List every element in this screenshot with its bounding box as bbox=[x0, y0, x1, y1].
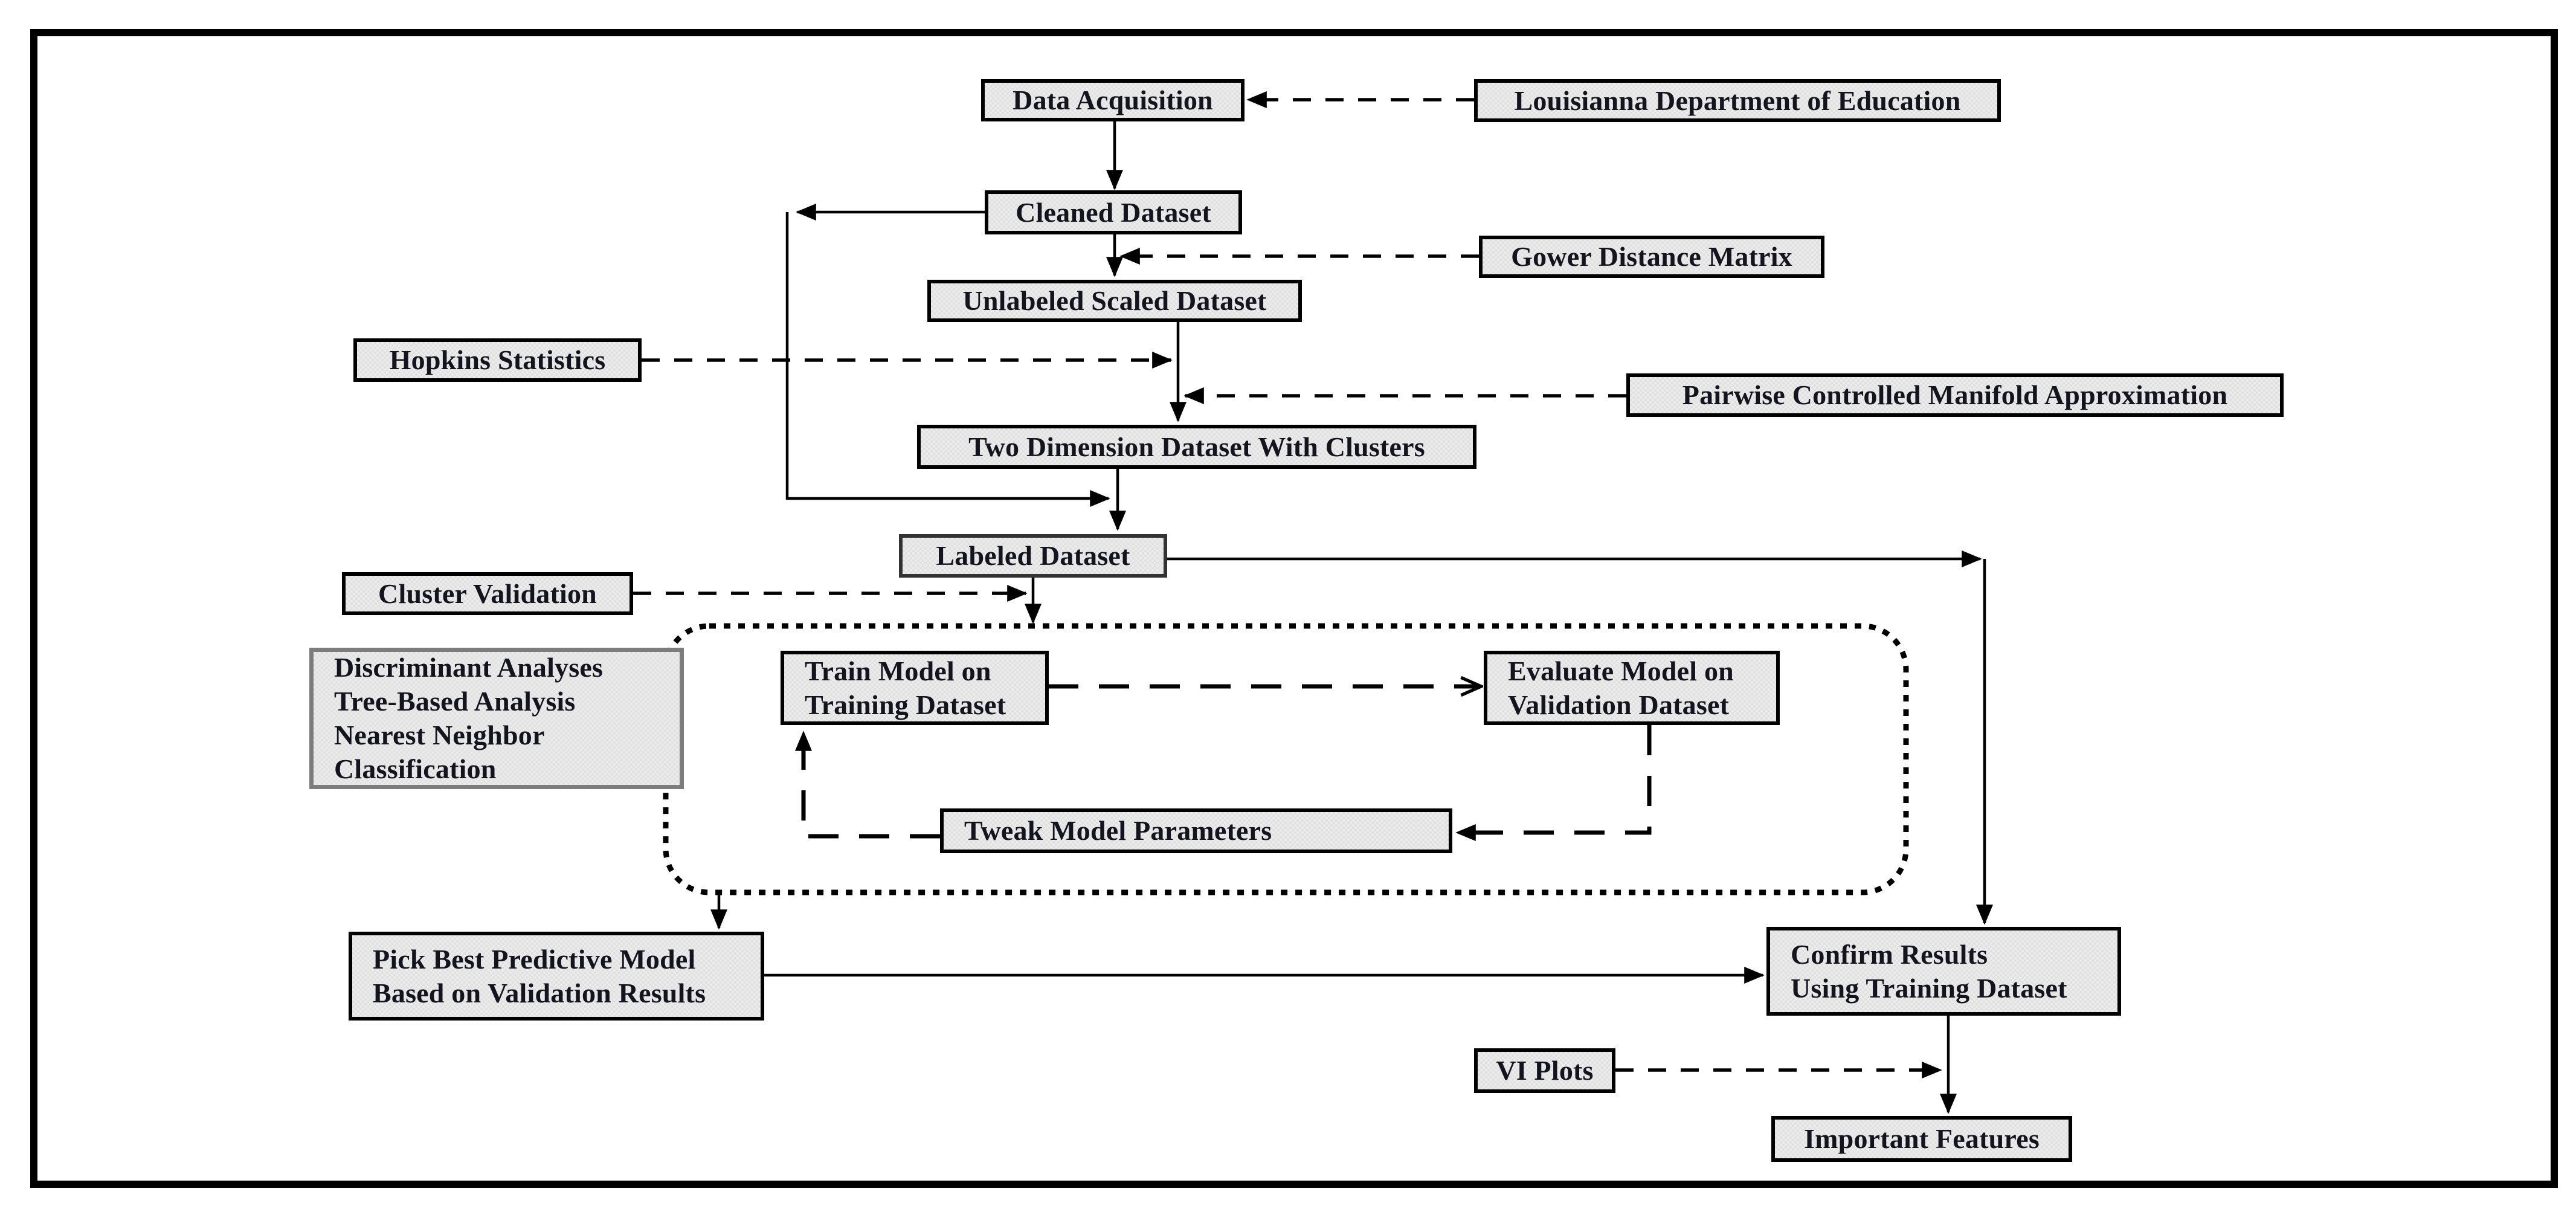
outer-frame bbox=[30, 29, 2558, 1188]
node-tweak-parameters: Tweak Model Parameters bbox=[940, 808, 1452, 853]
edge-tweak-to-train bbox=[795, 730, 940, 839]
node-data-acquisition: Data Acquisition bbox=[981, 79, 1245, 121]
node-important-features: Important Features bbox=[1771, 1116, 2072, 1162]
model-loop-boundary bbox=[663, 623, 1909, 895]
node-two-dimension-dataset: Two Dimension Dataset With Clusters bbox=[917, 425, 1476, 469]
node-cleaned-dataset: Cleaned Dataset bbox=[985, 190, 1242, 234]
node-train-model: Train Model on Training Dataset bbox=[781, 651, 1049, 725]
node-pick-best-model: Pick Best Predictive Model Based on Vali… bbox=[349, 932, 764, 1021]
node-vi-plots: VI Plots bbox=[1474, 1048, 1615, 1093]
node-labeled-dataset: Labeled Dataset bbox=[899, 534, 1167, 578]
node-gower-distance-matrix: Gower Distance Matrix bbox=[1479, 236, 1824, 278]
node-unlabeled-scaled-dataset: Unlabeled Scaled Dataset bbox=[927, 280, 1302, 322]
edge-evaluate-to-tweak bbox=[1455, 725, 1652, 841]
node-evaluate-model: Evaluate Model on Validation Dataset bbox=[1484, 651, 1780, 725]
node-cluster-validation: Cluster Validation bbox=[342, 572, 633, 615]
edge-cleaned-loop-to-labeled bbox=[785, 212, 1110, 507]
node-hopkins-statistics: Hopkins Statistics bbox=[353, 338, 642, 382]
node-classifier-methods: Discriminant Analyses Tree-Based Analysi… bbox=[309, 648, 684, 789]
node-louisiana-doe: Louisianna Department of Education bbox=[1474, 79, 2001, 122]
node-pacmap: Pairwise Controlled Manifold Approximati… bbox=[1626, 373, 2284, 417]
node-confirm-results: Confirm Results Using Training Dataset bbox=[1766, 927, 2121, 1016]
